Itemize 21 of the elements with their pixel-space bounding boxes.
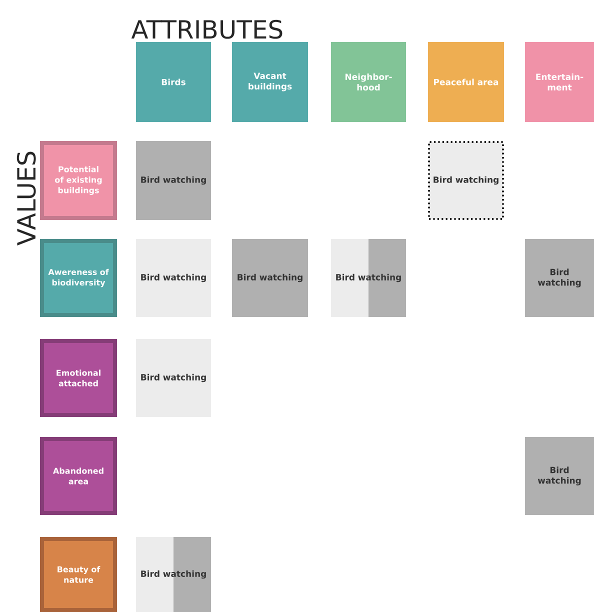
activity-card: Bird watching bbox=[525, 239, 594, 317]
attribute-box: Entertain- ment bbox=[525, 42, 594, 122]
value-box: Emotional attached bbox=[40, 339, 117, 417]
activity-card: Bird watching bbox=[136, 239, 211, 317]
activity-card: Bird watching bbox=[525, 437, 594, 515]
value-box: Potential of existing buildings bbox=[40, 141, 117, 220]
activity-card: Bird watching bbox=[232, 239, 308, 317]
activity-card: Bird watching bbox=[136, 339, 211, 417]
activity-card: Bird watching bbox=[136, 141, 211, 220]
attribute-box: Vacant buildings bbox=[232, 42, 308, 122]
attribute-box: Neighbor- hood bbox=[331, 42, 406, 122]
activity-card: Bird watching bbox=[136, 537, 211, 612]
value-box: Awereness of biodiversity bbox=[40, 239, 117, 317]
heading: VALUES bbox=[16, 152, 36, 246]
value-box: Beauty of nature bbox=[40, 537, 117, 612]
heading: ATTRIBUTES bbox=[131, 20, 282, 39]
activity-card: Bird watching bbox=[428, 141, 504, 220]
attribute-box: Peaceful area bbox=[428, 42, 504, 122]
attribute-box: Birds bbox=[136, 42, 211, 122]
value-box: Abandoned area bbox=[40, 437, 117, 515]
activity-card: Bird watching bbox=[331, 239, 406, 317]
